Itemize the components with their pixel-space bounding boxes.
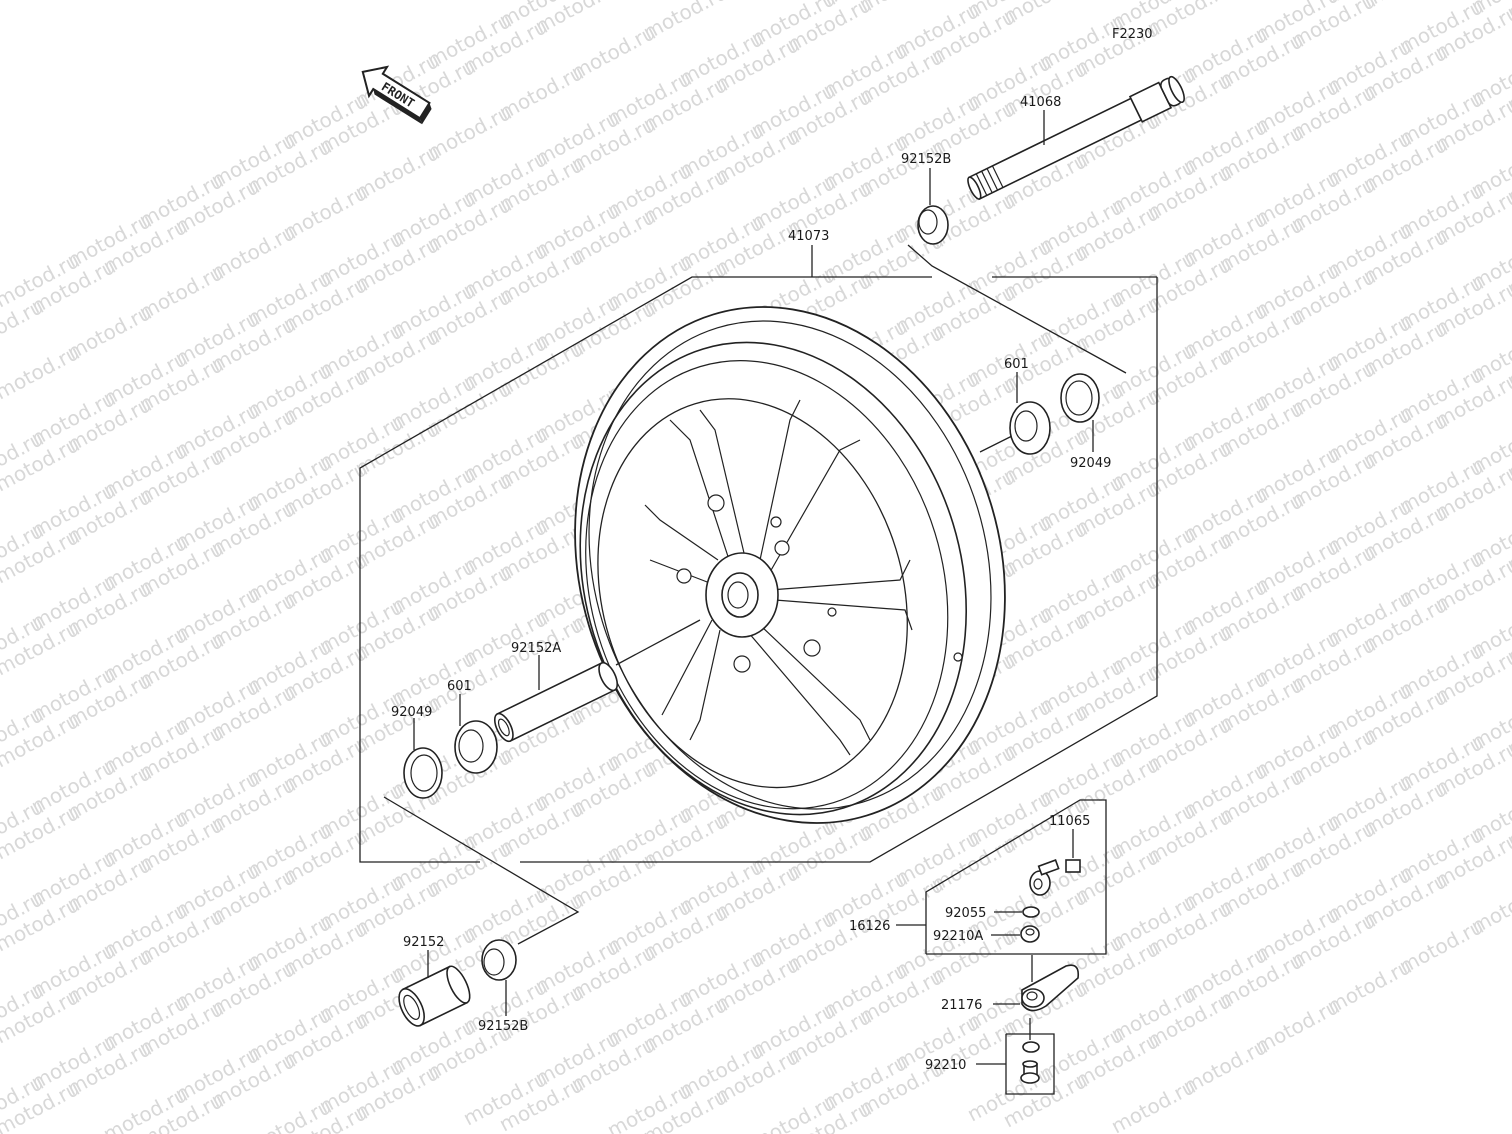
label-wheel: 41073 [788,229,829,244]
label-sensor-bolt: 92210 [925,1058,966,1073]
spacer-92152a: 92152A [493,619,701,743]
watermark-text: motod.ru [639,0,731,44]
valve-group-16126: 16126 11065 92055 92210A [849,799,1107,955]
label-collar-top: 92152B [901,152,951,167]
axle-41068: 41068 [967,75,1185,200]
label-valve-group: 16126 [849,919,890,934]
watermark-text: motod.ru [855,0,947,16]
valve-cap-icon [1065,859,1081,873]
label-valve-oring: 92055 [945,906,986,921]
label-collar-bottom-b: 92152B [478,1019,528,1034]
label-sensor: 21176 [941,998,982,1013]
valve-stem-icon [1029,859,1060,896]
label-seal-right: 92049 [1070,456,1111,471]
label-bearing-left: 601 [447,679,472,694]
wheel-group-outline: 41073 [359,229,1158,945]
nut-icon [1020,925,1040,943]
bearing-601-left: 601 [447,679,498,774]
oring-icon [1022,906,1040,918]
label-axle: 41068 [1020,95,1061,110]
sensor-21176: 21176 [941,955,1080,1013]
wheel-41073 [574,306,1006,824]
collar-92152b-bottom: 92152B [478,939,528,1034]
label-collar-bottom: 92152 [403,935,444,950]
watermark-text: motod.ru [1467,874,1512,938]
seal-92049-right: 92049 [1060,373,1111,471]
label-seal-left: 92049 [391,705,432,720]
label-valve-nut: 92210A [933,929,983,944]
seal-92049-left: 92049 [391,705,443,799]
sensor-bolt-92210: 92210 [925,1018,1055,1095]
label-valve-cap: 11065 [1049,814,1090,829]
collar-92152: 92152 [398,935,471,1027]
watermark-text: motod.ru [1503,0,1512,24]
label-spacer: 92152A [511,641,561,656]
diagram-code: F2230 [1112,27,1153,42]
collar-92152b-top: 92152B [901,152,951,245]
bearing-601-right: 601 [979,357,1051,455]
watermark-text: motod.ru [999,0,1091,28]
watermark-text: motod.ru [1359,0,1451,12]
label-bearing-right: 601 [1004,357,1029,372]
front-arrow-icon: FRONT [361,65,432,125]
